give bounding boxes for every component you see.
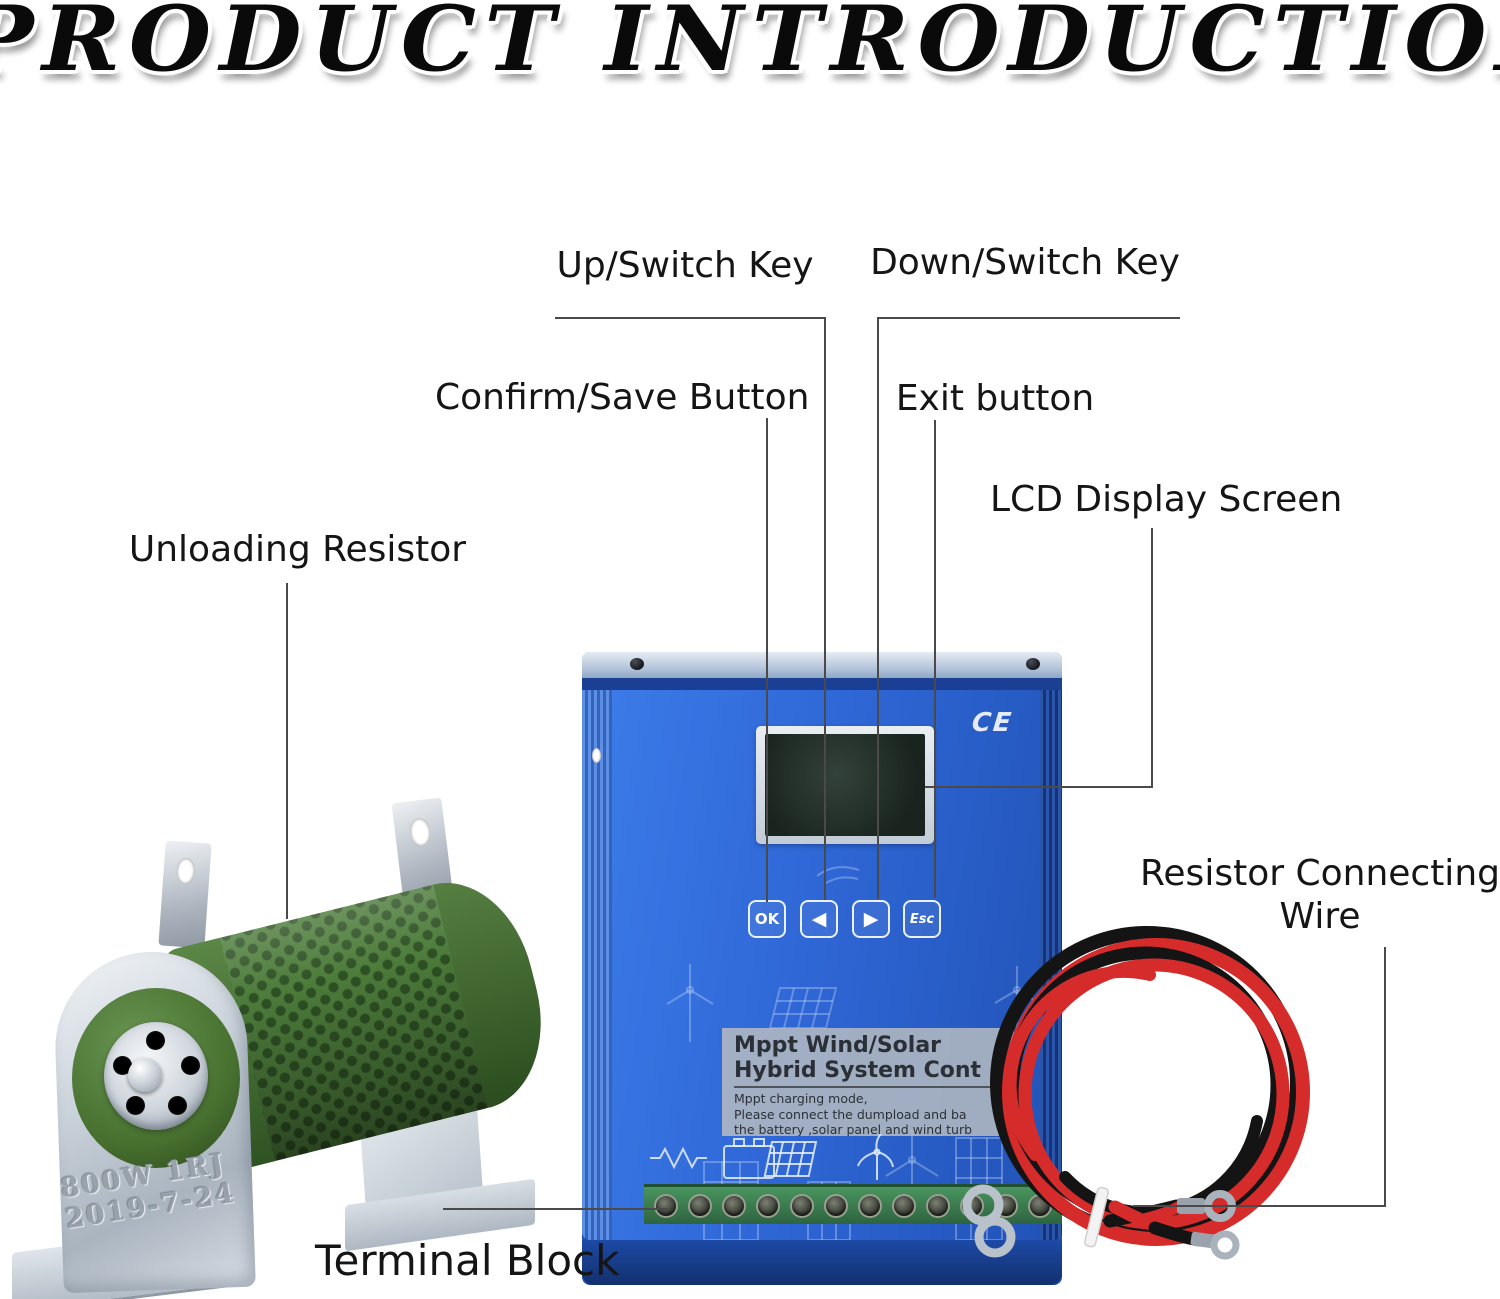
resistor-symbol-icon (650, 1146, 707, 1170)
battery-icon (723, 1138, 775, 1179)
leader-unloading-resistor (286, 583, 288, 919)
label-resistor-connecting-wire-line1: Resistor Connecting (1140, 853, 1500, 894)
ring-terminal-lug (1210, 1230, 1240, 1260)
lcd-display-screen (765, 734, 925, 836)
leader-exit (934, 420, 936, 898)
sticker-title-line2: Hybrid System Cont (734, 1057, 982, 1083)
label-unloading-resistor: Unloading Resistor (128, 529, 467, 570)
red-wire-coil (1018, 958, 1290, 1230)
terminal-screw (654, 1193, 678, 1218)
terminal-screw (892, 1193, 916, 1218)
leader-resistor-wire-horizontal (1133, 1205, 1386, 1207)
case-screw (630, 658, 644, 670)
wind-turbine-art (666, 964, 714, 1042)
label-resistor-connecting-wire-line2: Wire (1279, 896, 1361, 938)
up-switch-button: ◀ (800, 900, 838, 938)
solar-panel-icon (763, 1141, 818, 1177)
sticker-body-line: Please connect the dumpload and ba (734, 1106, 967, 1122)
terminal-screw (858, 1193, 882, 1218)
tab-hole (175, 857, 196, 885)
mounting-hole (592, 748, 601, 763)
label-resistor-connecting-wire: Resistor Connecting Wire (1140, 852, 1500, 938)
lcd-display-frame (756, 726, 934, 844)
leader-lcd-vertical (1151, 528, 1153, 788)
logo-art (816, 866, 860, 885)
terminal-screw (824, 1193, 848, 1218)
sticker-title-line1: Mppt Wind/Solar (734, 1033, 942, 1058)
page-title: PRODUCT INTRODUCTION (0, 0, 1500, 92)
controller-top-trim (582, 678, 1062, 690)
resistor-body-end (433, 866, 562, 1108)
resistor-terminal-tab (158, 840, 212, 949)
leader-up-switch-horizontal (555, 317, 825, 319)
label-up-switch-key: Up/Switch Key (556, 245, 814, 286)
leader-confirm-save (766, 418, 768, 902)
terminal-screw (926, 1193, 950, 1218)
red-wire-coil (1004, 965, 1156, 1161)
sticker-body-line: Mppt charging mode, (734, 1091, 868, 1107)
esc-button: Esc (903, 900, 941, 938)
product-label-sticker: Mppt Wind/Solar Hybrid System Cont Mppt … (722, 1028, 1014, 1136)
ok-button: OK (748, 900, 786, 938)
label-confirm-save-button: Confirm/Save Button (435, 377, 810, 418)
terminal-screw (756, 1193, 780, 1218)
heatsink-fins-left (582, 690, 612, 1240)
controller-top-edge (582, 652, 1062, 678)
down-switch-button: ▶ (852, 900, 890, 938)
leader-down-switch-vertical (877, 317, 879, 899)
ring-terminal-lug (974, 1216, 1016, 1258)
leader-resistor-wire-vertical (1384, 947, 1386, 1207)
terminal-screw (790, 1193, 814, 1218)
leader-lcd-horizontal (925, 786, 1153, 788)
resistor-connecting-wire (962, 926, 1310, 1260)
end-cap-hole (181, 1056, 200, 1075)
terminal-icons (650, 1134, 894, 1180)
wind-turbine-icon (857, 1134, 894, 1180)
sticker-body-line: the battery ,solar panel and wind turb (734, 1121, 973, 1136)
ring-terminal-lug (962, 1184, 1004, 1226)
sticker-divider (734, 1086, 1004, 1089)
end-cap-hole (126, 1096, 145, 1115)
solar-panel-art (768, 987, 838, 1029)
end-cap-hole (146, 1031, 165, 1050)
label-terminal-block: Terminal Block (315, 1236, 620, 1285)
end-cap-hole (168, 1096, 187, 1115)
leader-terminal-block (443, 1208, 667, 1210)
label-exit-button: Exit button (895, 378, 1095, 419)
label-lcd-display-screen: LCD Display Screen (990, 479, 1343, 520)
terminal-screw (688, 1193, 712, 1218)
leader-up-switch-vertical (824, 317, 826, 900)
label-down-switch-key: Down/Switch Key (870, 242, 1180, 283)
crimp-sleeve (1190, 1231, 1216, 1249)
leader-down-switch-horizontal (877, 317, 1180, 319)
end-cap-hole (113, 1056, 132, 1075)
case-screw (1026, 658, 1040, 670)
terminal-screw (722, 1193, 746, 1218)
end-cap-bolt (128, 1058, 162, 1092)
tab-hole (408, 817, 432, 848)
cable-tie (1083, 1186, 1109, 1248)
